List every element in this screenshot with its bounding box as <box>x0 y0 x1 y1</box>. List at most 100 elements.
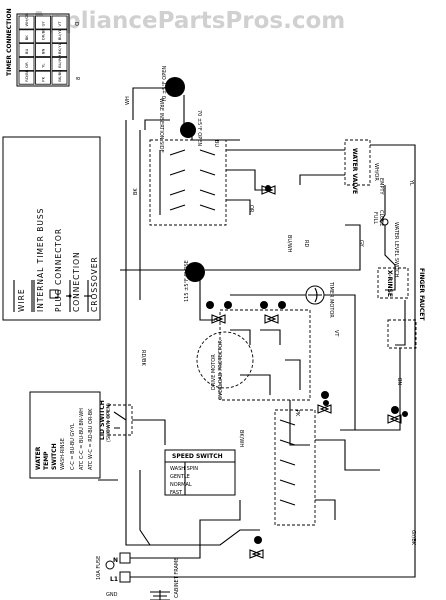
speed-row-1: WASH SPIN <box>170 466 198 472</box>
legend-wire-label: WIRE <box>17 288 26 312</box>
x-rinse-label: X-RINSE <box>386 270 393 297</box>
timer-pin-label: BU/YL <box>57 28 62 40</box>
timer-pin-label: BK/YL <box>57 42 62 54</box>
timer-pin-label: RD/BK <box>24 69 29 81</box>
wire-insert-face-label: WIRE INSERTION SIDE <box>158 98 164 153</box>
full-label: FULL <box>372 212 378 224</box>
drive-motor-symbol <box>196 331 254 389</box>
svg-text:RD/BK: RD/BK <box>140 350 146 366</box>
finger-faucet-label: FINGER FAUCET <box>418 268 425 321</box>
timer-pin-label: BN <box>41 48 46 54</box>
timer-pin-cell <box>51 29 68 44</box>
timer-pin-cell <box>51 15 68 30</box>
water-temp-title-3: SWITCH <box>51 443 58 470</box>
component-dots <box>165 77 408 544</box>
timer-motor-label: TIMER MOTOR <box>328 281 334 318</box>
legend-connection-dot <box>68 294 72 298</box>
timer-pin-label: BU <box>24 48 29 54</box>
water-temp-box: WATER TEMP SWITCH WASH-RINSE C-C = BU-BU… <box>29 391 101 479</box>
fuse-label: 10A FUSE <box>96 556 102 580</box>
speed-row-4: FAST <box>170 490 183 496</box>
timer-pin-label: YL <box>41 63 46 68</box>
overload-protector-label: OVERLOAD PROTECTOR <box>218 340 224 400</box>
legend-plug-connector-label: PLUG CONNECTOR <box>54 228 63 312</box>
timer-pin-label: BK <box>24 35 29 41</box>
plug-l1-label: L1 <box>110 576 118 583</box>
timer-pin-cell <box>18 43 35 57</box>
water-valve-label: WATER VALVE <box>351 148 358 194</box>
timer-column-8: 8 <box>76 77 82 80</box>
svg-text:BK: BK <box>133 188 139 195</box>
timer-pin-cell <box>51 43 68 57</box>
water-temp-row-1: C-C = BU-BU GY-YL <box>70 423 76 470</box>
drive-motor-label: DRIVE MOTOR <box>211 354 217 390</box>
legend-crossover-label: CROSSOVER <box>90 256 99 312</box>
speed-switch-table <box>164 449 236 496</box>
close-label: CLOSE <box>378 210 384 226</box>
timer-pin-cell <box>18 70 35 85</box>
svg-text:GY/BK: GY/BK <box>410 530 416 546</box>
svg-text:OR: OR <box>248 205 254 213</box>
wire-code-labels: WH BK BU OR RD YL GY BN PK VT BK/WH RD/B… <box>125 96 416 546</box>
thermostat-3-label: 115 ±5°F CLOSE <box>184 260 190 302</box>
plug-n-label: N <box>113 557 118 564</box>
fuse-symbol <box>105 560 115 570</box>
timer-pin-label: VT <box>57 21 62 27</box>
svg-text:BN: BN <box>396 378 402 385</box>
speed-row-3: NORMAL <box>170 482 192 488</box>
motor-switch-cluster <box>219 309 311 401</box>
timer-switch-block <box>149 139 227 226</box>
timer-pin-label: OR/BK <box>41 28 46 41</box>
svg-text:WH: WH <box>125 96 131 105</box>
timer-pin-cell <box>18 29 35 44</box>
timer-pin-cell <box>51 57 68 71</box>
svg-text:PK: PK <box>294 410 300 417</box>
svg-text:BK/WH: BK/WH <box>238 430 244 447</box>
legend-connection-label: CONNECTION <box>72 251 81 312</box>
watermark: AppliancePartsPros.com <box>30 8 345 34</box>
svg-text:VT: VT <box>333 330 339 337</box>
empty-label: EMPTY <box>378 178 384 196</box>
thermostat-1-label: 70 ±5°F OPEN <box>162 66 168 102</box>
thermostat-2-label: 70 ±5°F OPEN <box>196 110 202 146</box>
timer-pin-label: WH/OR <box>24 13 29 27</box>
water-temp-row-3: ATC W-C = RD-BU OR-BK <box>88 408 94 470</box>
water-temp-row-2: ATC C-C = BU-BU BN-WH <box>79 408 85 470</box>
timer-pin-cell <box>35 29 51 44</box>
water-valve-box <box>344 139 371 186</box>
legend-box: WIRE INTERNAL TIMER BUSS PLUG CONNECTOR … <box>2 136 101 321</box>
timer-pin-label: BU/WH <box>57 54 62 67</box>
lid-switch-box <box>107 404 133 436</box>
speed-switch-title: SPEED SWITCH <box>172 453 223 460</box>
thermostat-2-dot <box>180 122 196 138</box>
timer-pin-cell <box>35 43 51 57</box>
svg-text:WH/OR: WH/OR <box>373 163 379 181</box>
timer-connection-title: TIMER CONNECTION <box>6 8 13 76</box>
speed-switch-right-block <box>274 409 316 526</box>
thermostat-1-dot <box>165 77 185 97</box>
water-temp-title-1: WATER <box>35 446 42 470</box>
timer-pin-cell <box>51 70 68 85</box>
thermostat-3-dot <box>185 262 205 282</box>
timer-pin-label: GY <box>41 21 46 27</box>
water-temp-subtitle: WASH-RINSE <box>60 438 66 470</box>
timer-pin-label: PK <box>41 76 46 81</box>
svg-text:BU/WH: BU/WH <box>286 235 292 253</box>
lid-switch-label: LID SWITCH <box>99 400 106 440</box>
main-wiring: SPEED SWITCH WASH SPIN GENTLE NORMAL FAS… <box>98 87 417 600</box>
plug-connector-n <box>119 552 131 564</box>
timer-pin-cell <box>35 57 51 71</box>
legend-plug-symbol <box>49 289 59 299</box>
timer-pin-cell <box>35 70 51 85</box>
timer-pin-cell <box>18 57 35 71</box>
legend-internal-timer-buss-label: INTERNAL TIMER BUSS <box>36 208 45 312</box>
svg-text:YL: YL <box>408 179 414 186</box>
component-labels: 70 ±5°F OPEN 70 ±5°F OPEN 115 ±5°F CLOSE… <box>96 66 425 598</box>
gnd-label: GND <box>106 592 118 598</box>
plug-connector-l1 <box>119 571 131 583</box>
cabinet-frame-label: CABINET FRAME <box>174 558 180 598</box>
timer-pin-label: OR <box>24 62 29 68</box>
